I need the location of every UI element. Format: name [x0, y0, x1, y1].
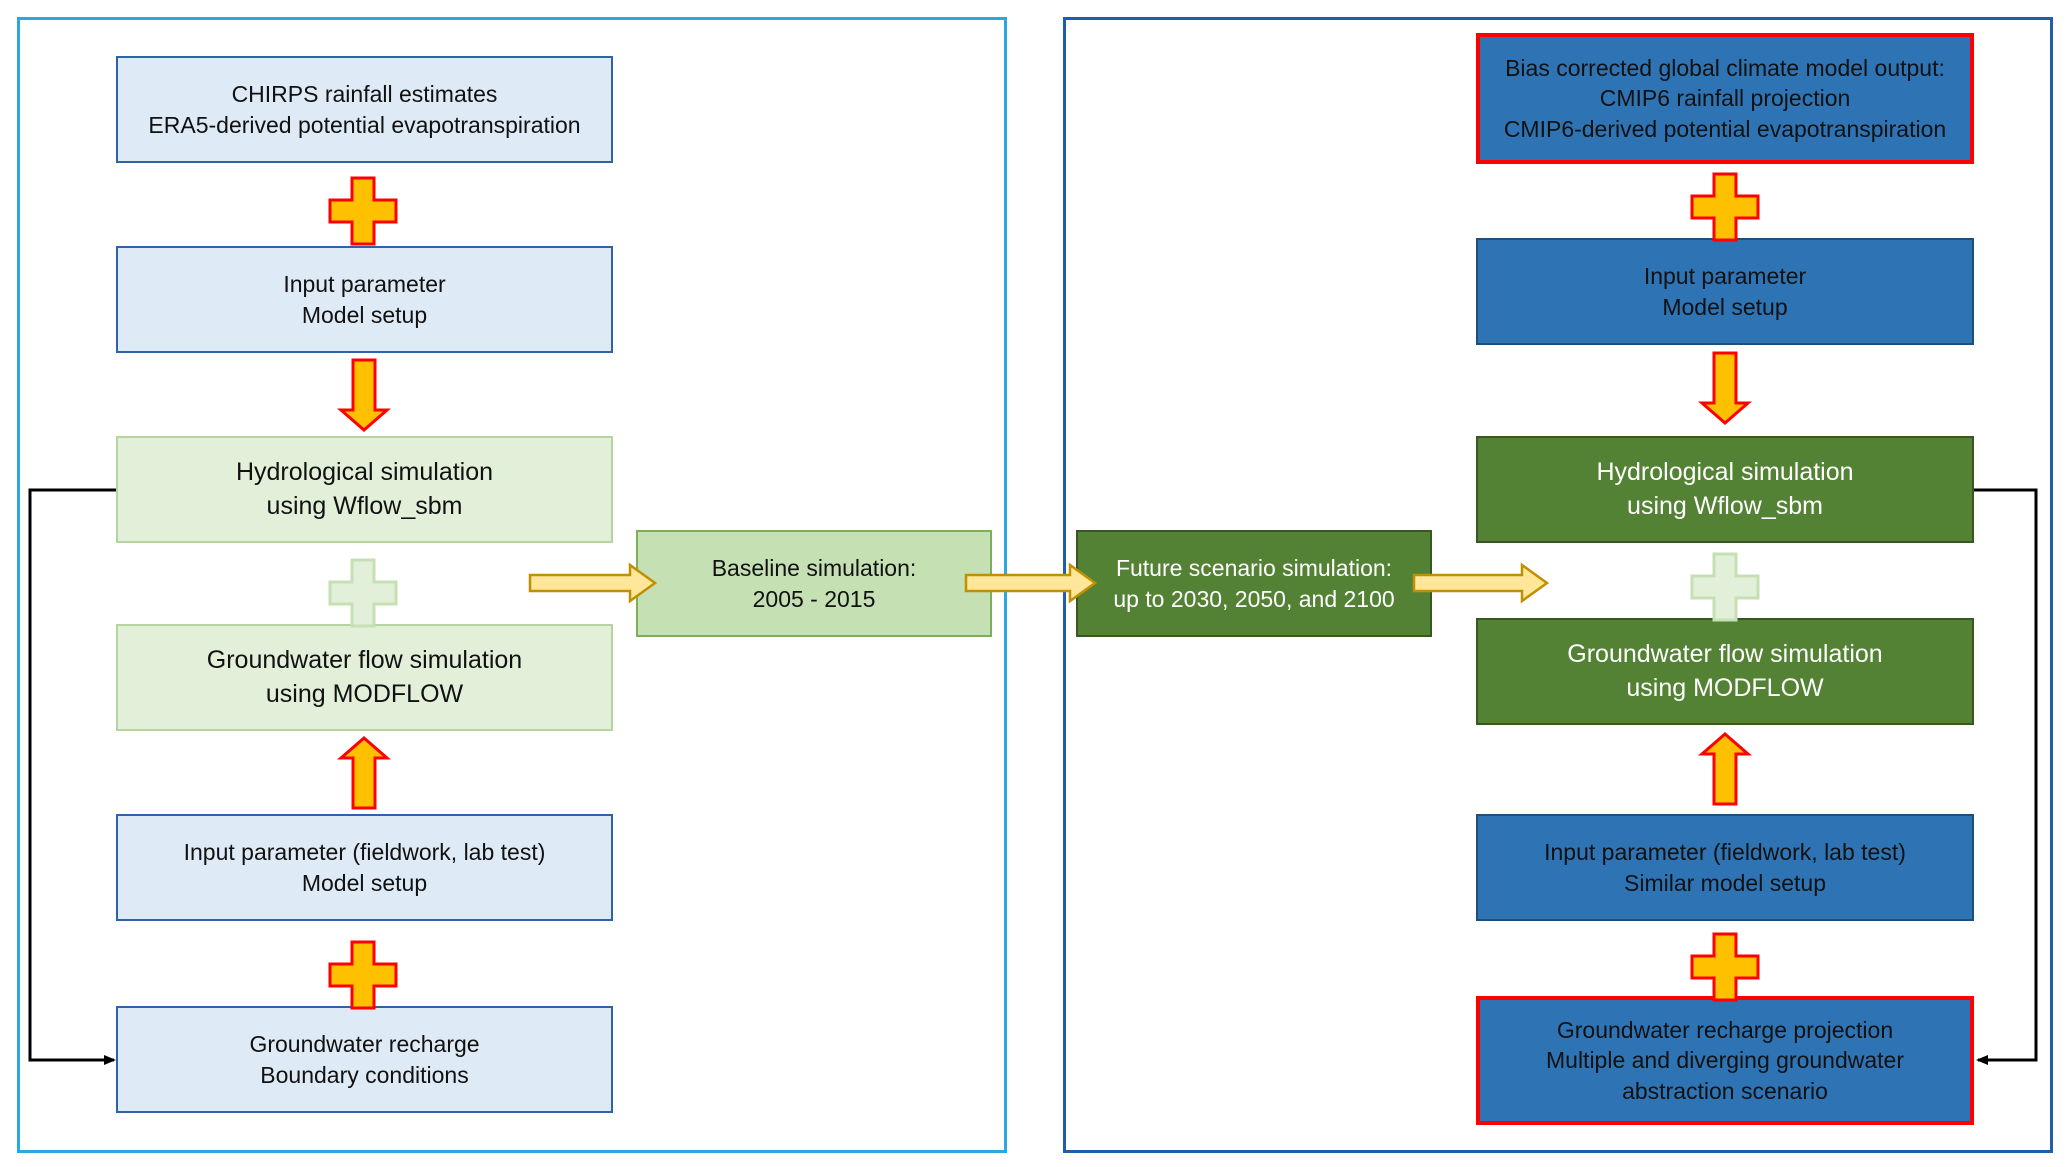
rainfall-line-2: ERA5-derived potential evapotranspiratio…	[148, 111, 581, 138]
recharge-projection-line-1: Groundwater recharge projection	[1556, 1016, 1894, 1043]
future-line-2: up to 2030, 2050, and 2100	[1113, 585, 1395, 612]
input-param-line-2: Model setup	[301, 301, 428, 328]
hydrological-simulation-box: Hydrological simulation using Wflow_sbm	[116, 436, 613, 543]
field-input-box: Input parameter (fieldwork, lab test) Mo…	[116, 814, 613, 921]
future-hydro-line-2: using Wflow_sbm	[1627, 491, 1823, 520]
future-hydrological-simulation-box: Hydrological simulation using Wflow_sbm	[1476, 436, 1974, 543]
future-line-1: Future scenario simulation:	[1115, 554, 1393, 581]
future-hydro-line-1: Hydrological simulation	[1596, 458, 1854, 487]
climate-model-box: Bias corrected global climate model outp…	[1476, 33, 1974, 164]
groundwater-flow-box: Groundwater flow simulation using MODFLO…	[116, 624, 613, 731]
future-field-input-line-2: Similar model setup	[1624, 869, 1826, 896]
rainfall-input-box: CHIRPS rainfall estimates ERA5-derived p…	[116, 56, 613, 163]
climate-line-1: Bias corrected global climate model outp…	[1505, 54, 1945, 81]
input-param-line-1: Input parameter	[283, 270, 446, 297]
future-gw-flow-line-1: Groundwater flow simulation	[1567, 640, 1883, 669]
future-input-param-line-1: Input parameter	[1643, 262, 1807, 289]
gw-flow-line-1: Groundwater flow simulation	[206, 646, 523, 675]
baseline-line-2: 2005 - 2015	[752, 585, 876, 612]
recharge-projection-line-3: abstraction scenario	[1622, 1077, 1828, 1104]
recharge-projection-box: Groundwater recharge projection Multiple…	[1476, 996, 1974, 1125]
hydro-line-1: Hydrological simulation	[235, 458, 494, 487]
future-field-input-box: Input parameter (fieldwork, lab test) Si…	[1476, 814, 1974, 921]
hydro-line-2: using Wflow_sbm	[266, 491, 463, 520]
gw-flow-line-2: using MODFLOW	[265, 679, 464, 708]
future-groundwater-flow-box: Groundwater flow simulation using MODFLO…	[1476, 618, 1974, 725]
future-input-parameter-box: Input parameter Model setup	[1476, 238, 1974, 345]
baseline-simulation-box: Baseline simulation: 2005 - 2015	[636, 530, 992, 637]
recharge-line-2: Boundary conditions	[260, 1061, 469, 1088]
recharge-projection-line-2: Multiple and diverging groundwater	[1546, 1047, 1904, 1074]
input-parameter-box: Input parameter Model setup	[116, 246, 613, 353]
climate-line-3: CMIP6-derived potential evapotranspirati…	[1503, 115, 1947, 142]
field-input-line-1: Input parameter (fieldwork, lab test)	[183, 838, 546, 865]
recharge-box: Groundwater recharge Boundary conditions	[116, 1006, 613, 1113]
future-field-input-line-1: Input parameter (fieldwork, lab test)	[1544, 838, 1906, 865]
recharge-line-1: Groundwater recharge	[249, 1030, 480, 1057]
future-gw-flow-line-2: using MODFLOW	[1626, 673, 1824, 702]
future-input-param-line-2: Model setup	[1662, 293, 1788, 320]
climate-line-2: CMIP6 rainfall projection	[1599, 85, 1851, 112]
future-scenario-box: Future scenario simulation: up to 2030, …	[1076, 530, 1432, 637]
rainfall-line-1: CHIRPS rainfall estimates	[231, 80, 498, 107]
field-input-line-2: Model setup	[301, 869, 428, 896]
baseline-line-1: Baseline simulation:	[711, 554, 917, 581]
